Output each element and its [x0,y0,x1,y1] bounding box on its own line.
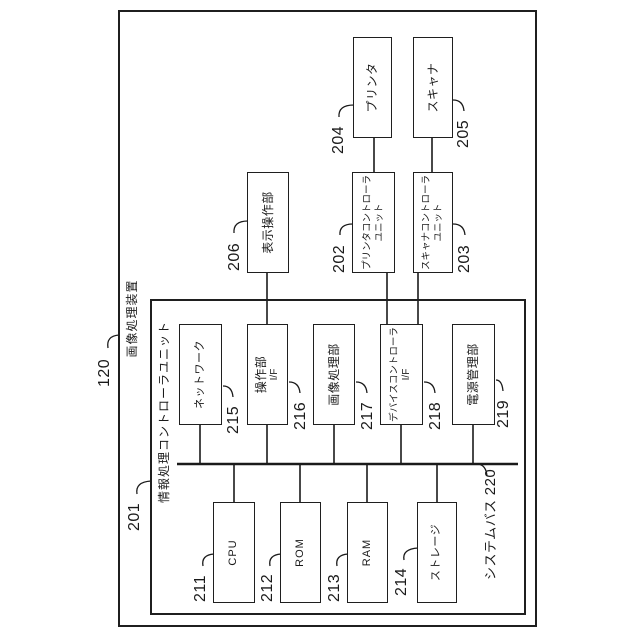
block-printer-label: プリンタ [365,62,379,113]
block-operation-if: 操作部 I/F [247,324,288,425]
block-network-label: ネットワーク [193,340,206,409]
ref-218: 218 [427,401,444,430]
block-display-operation-label: 表示操作部 [260,191,275,254]
ref-217: 217 [359,401,376,430]
block-image-processing: 画像処理部 [313,324,355,425]
ref-214: 214 [393,567,410,596]
system-bus-label: システムバス 220 [480,469,499,580]
block-scanner-label: スキャナ [425,62,440,113]
block-power-management: 電源管理部 [452,324,495,425]
ref-213: 213 [326,573,343,602]
block-scanner-controller: スキャナコントローラ ユニット [413,172,453,273]
block-rom-label: ROM [293,538,306,567]
block-scanner: スキャナ [413,37,453,138]
block-printer-controller-label2: ユニット [373,203,385,242]
ref-220: 220 [482,468,499,496]
block-image-processing-label: 画像処理部 [326,343,341,406]
ref-211: 211 [192,574,209,602]
block-storage-label: ストレージ [430,523,443,582]
block-ram-label: RAM [360,538,373,567]
ref-205: 205 [455,119,472,148]
block-storage: ストレージ [417,502,457,603]
inner-frame-title: 情報処理コントローラユニット [157,320,171,503]
ref-204: 204 [330,125,347,154]
block-ram: RAM [347,502,388,603]
ref-219: 219 [495,399,512,428]
block-scanner-controller-label2: ユニット [433,203,444,242]
system-bus-label-text: システムバス [483,499,498,580]
block-printer: プリンタ [353,37,392,138]
ref-215: 215 [225,405,242,434]
block-operation-if-label: 操作部 [253,355,268,394]
ref-202: 202 [331,244,348,273]
block-device-controller-if-label2: I/F [401,368,413,381]
ref-203: 203 [456,244,473,273]
ref-206: 206 [226,242,243,271]
block-cpu-label: CPU [227,539,240,566]
block-device-controller-if: デバイスコントローラ I/F [380,324,423,425]
ref-216: 216 [292,401,309,430]
block-network: ネットワーク [179,324,222,425]
block-power-management-label: 電源管理部 [466,343,480,406]
block-operation-if-label2: I/F [268,368,280,381]
block-device-controller-if-label: デバイスコントローラ [389,327,401,422]
block-printer-controller: プリンタコントローラ ユニット [352,172,395,273]
block-cpu: CPU [213,502,255,603]
ref-212: 212 [259,573,276,602]
block-display-operation: 表示操作部 [247,172,289,273]
outer-frame-title: 画像処理装置 [125,279,139,358]
block-scanner-controller-label: スキャナコントローラ [421,175,433,271]
ref-120: 120 [96,358,113,387]
block-rom: ROM [280,502,321,603]
ref-201: 201 [126,502,143,531]
block-printer-controller-label: プリンタコントローラ [361,175,373,271]
